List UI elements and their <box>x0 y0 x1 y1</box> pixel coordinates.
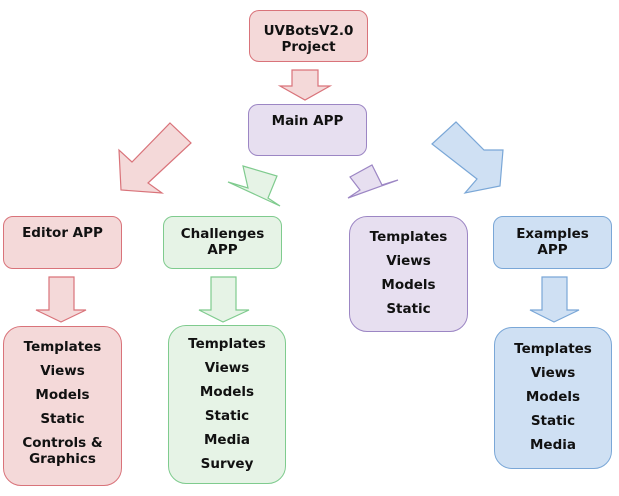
examples-item: Views <box>530 365 576 381</box>
main-item: Models <box>381 277 436 293</box>
node-main-contents: Templates Views Models Static <box>349 216 468 332</box>
editor-item: Graphics <box>29 451 96 467</box>
node-examples-contents: Templates Views Models Static Media <box>494 327 612 469</box>
editor-item: Static <box>40 411 85 427</box>
challenges-item: Views <box>204 360 250 376</box>
arrow-challenges-to-contents <box>198 276 250 323</box>
editor-item: Templates <box>23 339 102 355</box>
node-editor: Editor APP <box>3 216 122 269</box>
node-examples-label: Examples APP <box>516 226 589 258</box>
challenges-item: Templates <box>188 336 266 352</box>
node-project-label: UVBotsV2.0 Project <box>263 23 354 55</box>
editor-item: Controls & <box>22 435 103 451</box>
examples-item: Media <box>530 437 576 453</box>
challenges-item: Static <box>204 408 250 424</box>
node-main: Main APP <box>248 104 367 156</box>
node-editor-contents: Templates Views Models Static Controls &… <box>3 326 122 486</box>
challenges-item: Survey <box>200 456 254 472</box>
node-editor-label: Editor APP <box>22 225 103 241</box>
main-item: Views <box>386 253 431 269</box>
node-challenges: Challenges APP <box>163 216 282 269</box>
arrow-main-to-challenges <box>227 165 281 207</box>
node-project: UVBotsV2.0 Project <box>249 10 368 62</box>
examples-item: Models <box>525 389 581 405</box>
node-examples: Examples APP <box>493 216 612 269</box>
arrow-editor-to-contents <box>35 276 87 323</box>
node-challenges-label: Challenges APP <box>180 226 265 258</box>
node-challenges-contents: Templates Views Models Static Media Surv… <box>168 325 286 484</box>
arrow-main-to-examples <box>431 121 504 194</box>
editor-item: Models <box>35 387 90 403</box>
main-item: Static <box>386 301 431 317</box>
arrow-main-to-contents <box>347 164 399 199</box>
examples-item: Static <box>530 413 576 429</box>
main-item: Templates <box>369 229 448 245</box>
arrow-project-to-main <box>277 69 333 101</box>
challenges-item: Media <box>204 432 250 448</box>
editor-item: Views <box>40 363 85 379</box>
arrow-examples-to-contents <box>529 276 580 323</box>
node-main-label: Main APP <box>271 113 344 129</box>
examples-item: Templates <box>514 341 592 357</box>
arrow-main-to-editor <box>118 122 192 194</box>
challenges-item: Models <box>199 384 255 400</box>
